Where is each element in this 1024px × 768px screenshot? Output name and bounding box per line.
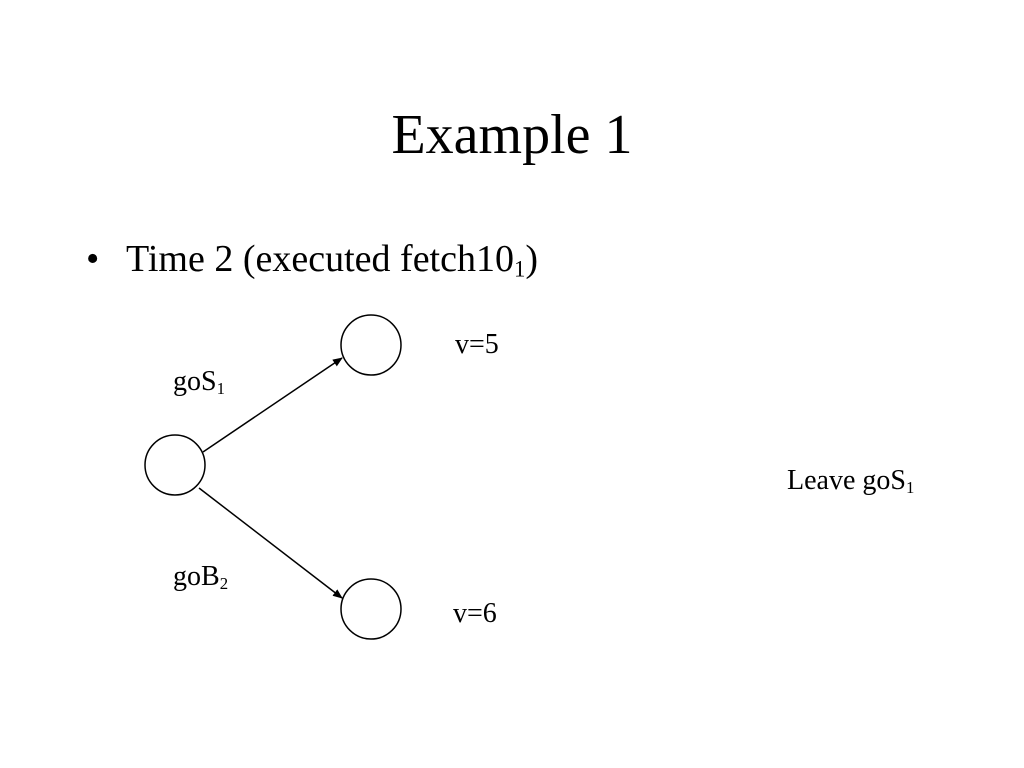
node-top [340, 314, 402, 376]
node-bottom-value: v=6 [453, 598, 497, 629]
node-bottom [340, 578, 402, 640]
bullet-text-end: ) [525, 238, 539, 280]
bullet-marker: • [86, 238, 100, 280]
bullet-item: • Time 2 (executed fetch101) [86, 234, 538, 284]
leave-note-main: Leave goS [787, 465, 906, 496]
bullet-text: Time 2 (executed fetch10 [126, 238, 514, 280]
edge-root-to-bottom [198, 487, 343, 599]
node-root [144, 434, 206, 496]
edge-label-gos1-sub: 1 [216, 379, 225, 399]
node-top-value: v=5 [455, 329, 499, 360]
slide-title: Example 1 [391, 104, 633, 166]
edge-label-gob2-main: goB [173, 561, 220, 592]
edge-label-gob2-sub: 2 [219, 574, 229, 594]
edge-label-gob2: goB2 [173, 560, 228, 594]
leave-note: Leave goS1 [787, 464, 914, 498]
edge-root-to-top [202, 357, 343, 453]
edge-label-gos1-main: goS [173, 366, 217, 397]
edge-label-gos1: goS1 [173, 365, 225, 399]
leave-note-sub: 1 [905, 478, 915, 498]
bullet-subscript: 1 [513, 256, 526, 282]
